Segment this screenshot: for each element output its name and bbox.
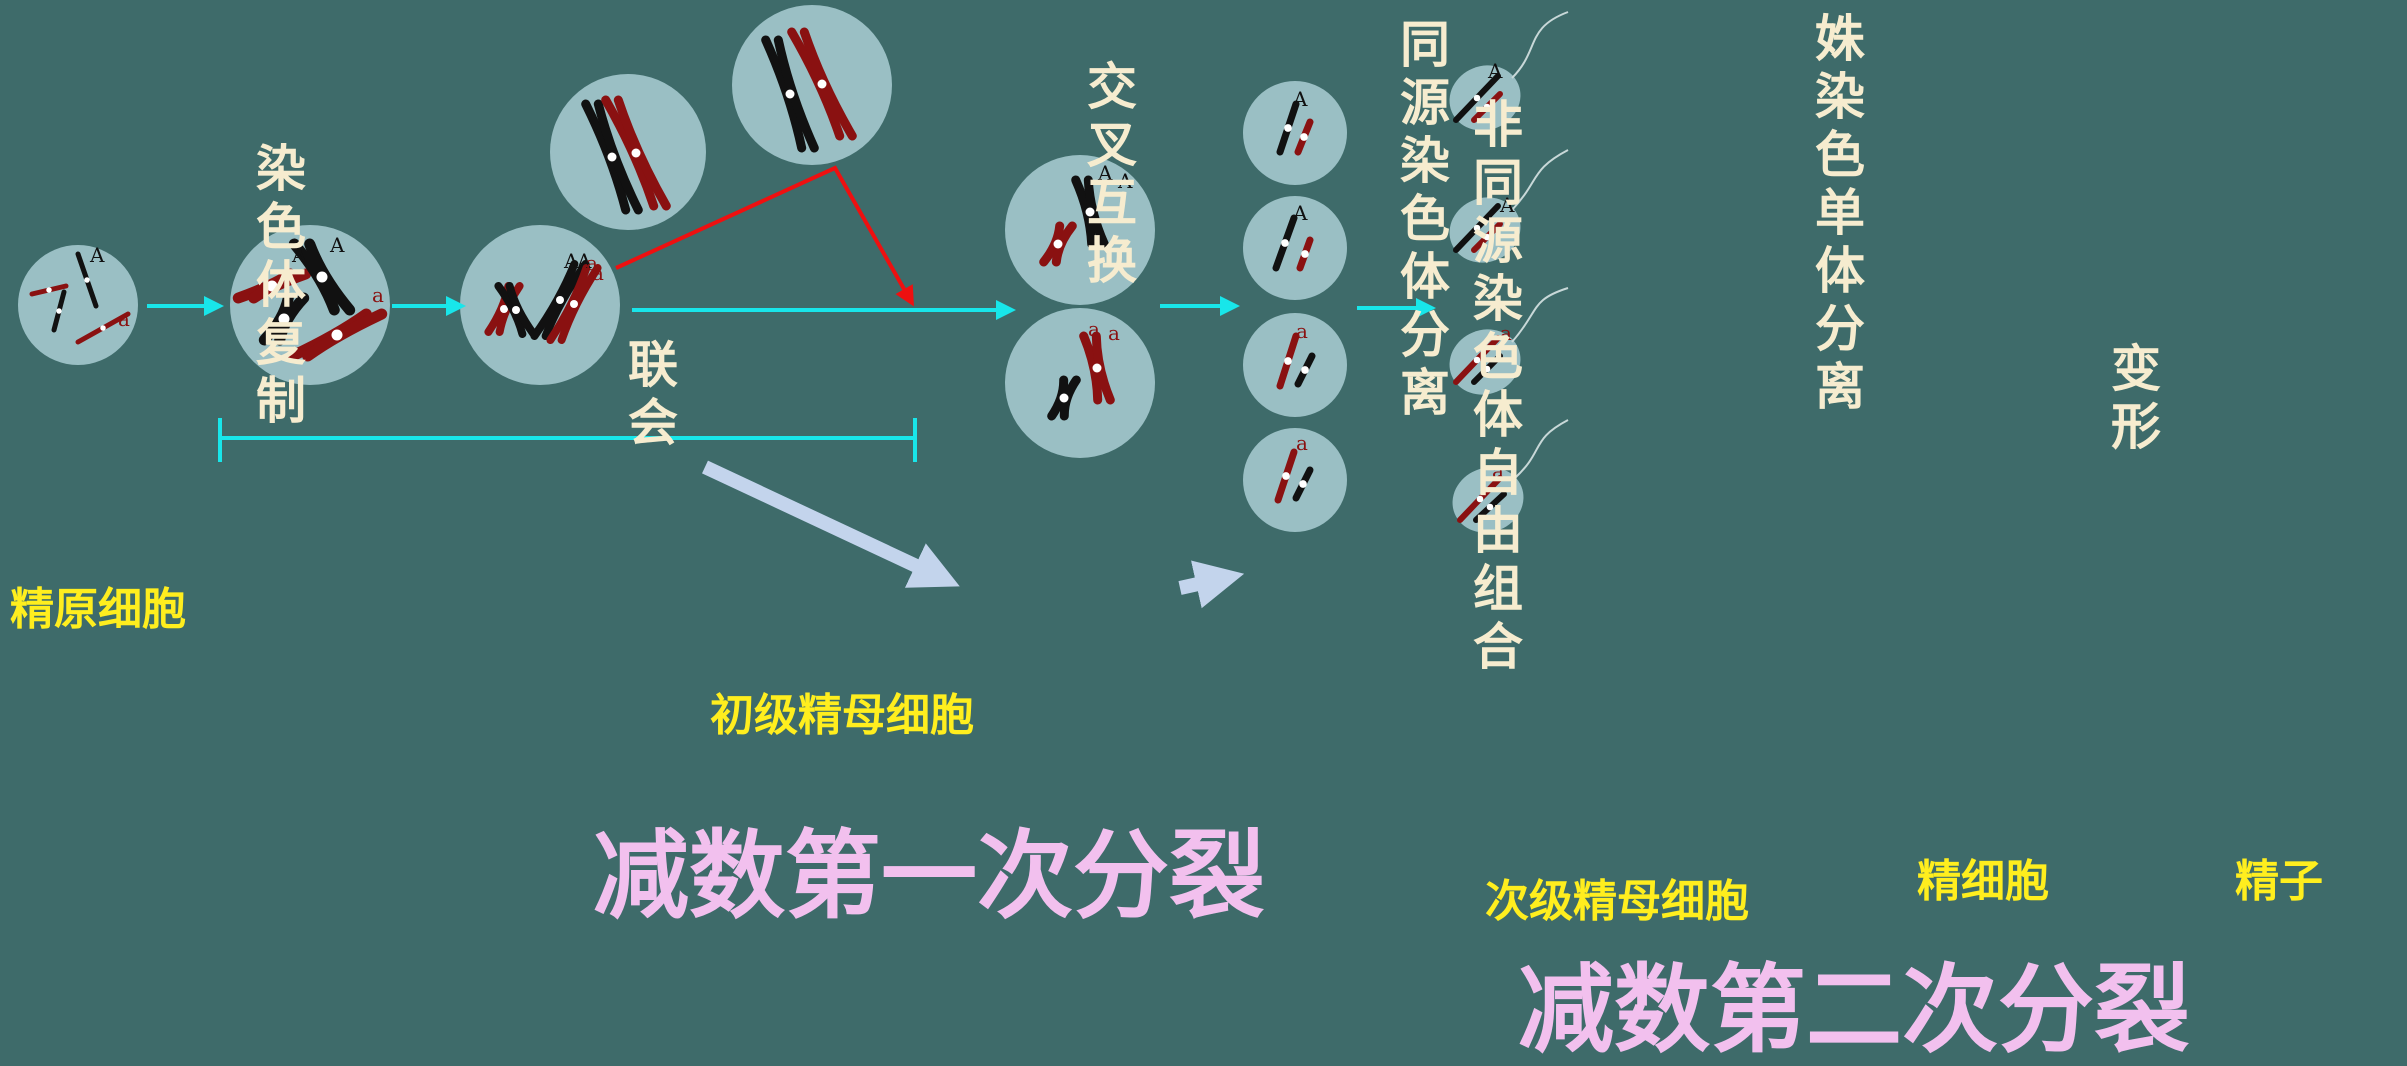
- allele-recessive-16: a: [1296, 431, 1308, 455]
- chrom-sperm4-a: [1457, 475, 1503, 523]
- allele-dominant-9: A: [1097, 161, 1113, 185]
- chrom-tid1-a: [1294, 118, 1314, 156]
- chrom-gonium-a2: [75, 311, 131, 345]
- allele-recessive-19: a: [1500, 321, 1512, 345]
- allele-recessive-12: a: [1108, 321, 1120, 345]
- sperm-tail-3: [1511, 287, 1569, 343]
- cell-spermatid-4: [1243, 428, 1347, 532]
- allele-recessive-20: a: [1492, 459, 1504, 483]
- chrom-rep-A1: [288, 238, 356, 316]
- sperm-head-4: [1452, 467, 1524, 533]
- chrom-gonium-A1: [75, 251, 99, 309]
- chrom-tid1-A: [1276, 100, 1300, 156]
- allele-dominant-13: A: [1292, 87, 1308, 111]
- chrom-co2-2: [787, 27, 857, 141]
- chrom-tid3-a: [1276, 332, 1300, 390]
- chrom-gonium-A2: [51, 289, 67, 333]
- chrom-sec1-A: [1071, 175, 1109, 249]
- arrow-crossing-over: [615, 165, 914, 307]
- chrom-sperm3-a: [1453, 335, 1501, 385]
- sperm-tail-4: [1514, 419, 1569, 479]
- label-spermatogonium: 精原细胞: [10, 584, 186, 635]
- allele-dominant-17: A: [1487, 59, 1503, 83]
- sperm-tail-1: [1511, 11, 1569, 79]
- label-sperm: 精子: [2235, 856, 2323, 907]
- allele-recessive-4: a: [372, 283, 384, 307]
- cell-secondary-bottom: [1005, 308, 1155, 458]
- label-spermatid: 精细胞: [1917, 856, 2049, 907]
- sperm-head-1: [1449, 65, 1521, 131]
- chrom-sperm1-a: [1471, 91, 1503, 123]
- chrom-tid2-A: [1272, 214, 1298, 272]
- cell-spermatid-1: [1243, 81, 1347, 185]
- label-homolog-separation: 同源染色体分离: [1392, 18, 1450, 424]
- cell-spermatid-3: [1243, 313, 1347, 417]
- chrom-co2-1: [761, 35, 819, 153]
- label-independent-assortment: 非同源染色体自由组合: [1465, 98, 1523, 678]
- allele-dominant-0: A: [89, 243, 105, 267]
- chrom-sperm2-A: [1453, 203, 1501, 253]
- cell-spermatogonium: [18, 245, 138, 365]
- label-replication: 染色体复制: [248, 142, 306, 432]
- chrom-gonium-a1: [29, 283, 69, 297]
- cell-replicated: [230, 225, 390, 385]
- title-meiosis-1: 减数第一次分裂: [593, 820, 1265, 932]
- cell-synapsis: [460, 225, 620, 385]
- chrom-sperm2-a: [1471, 221, 1503, 253]
- label-sister-chromatid-separation: 姝染色单体分离: [1807, 12, 1865, 418]
- chrom-syn-4: [546, 264, 602, 344]
- arrow-to-spermatid: [1178, 560, 1245, 609]
- sperm-head-2: [1449, 197, 1521, 263]
- chrom-tid2-a: [1296, 236, 1314, 272]
- label-primary-spermatocyte: 初级精母细胞: [710, 690, 974, 741]
- label-synapsis: 联会: [620, 338, 678, 454]
- sperm-head-3: [1449, 329, 1521, 395]
- title-meiosis-2: 减数第二次分裂: [1518, 954, 2190, 1066]
- chrom-syn-3: [530, 260, 590, 340]
- chrom-syn-2: [494, 282, 538, 338]
- chrom-co1-1: [581, 99, 643, 215]
- allele-recessive-1: a: [118, 307, 130, 331]
- label-secondary-spermatocyte: 次级精母细胞: [1485, 876, 1749, 927]
- label-transformation: 变形: [2103, 342, 2161, 458]
- allele-dominant-18: A: [1499, 193, 1515, 217]
- allele-dominant-3: A: [329, 233, 345, 257]
- chrom-tid4-a: [1274, 448, 1298, 504]
- chrom-co1-2: [601, 95, 671, 211]
- allele-recessive-7: a: [586, 251, 598, 275]
- chrom-sperm4-A: [1473, 491, 1507, 523]
- chrom-tid4-A: [1292, 466, 1314, 502]
- chrom-tid3-A: [1294, 352, 1316, 388]
- chrom-sperm1-A: [1453, 73, 1501, 123]
- allele-dominant-14: A: [1292, 201, 1308, 225]
- allele-dominant-6: A: [576, 249, 592, 273]
- chrom-rep-A2: [258, 292, 310, 346]
- allele-dominant-2: A: [291, 243, 307, 267]
- sperm-tail-2: [1511, 149, 1569, 211]
- allele-dominant-5: A: [563, 249, 579, 273]
- allele-recessive-11: a: [1088, 317, 1100, 341]
- chrom-sperm3-A: [1471, 353, 1503, 385]
- cell-spermatid-2: [1243, 196, 1347, 300]
- chrom-rep-a2: [286, 308, 388, 362]
- allele-dominant-10: A: [1117, 169, 1133, 193]
- chrom-sec2-a: [1079, 331, 1115, 405]
- arrow-to-secondary: [702, 460, 960, 588]
- chrom-sec2-A: [1047, 375, 1081, 421]
- allele-recessive-8: a: [592, 261, 604, 285]
- chrom-rep-a1: [232, 268, 312, 304]
- chrom-sec1-a: [1039, 221, 1077, 267]
- cell-secondary-top: [1005, 155, 1155, 305]
- label-crossing-over: 交叉互换: [1079, 60, 1137, 292]
- allele-recessive-15: a: [1296, 319, 1308, 343]
